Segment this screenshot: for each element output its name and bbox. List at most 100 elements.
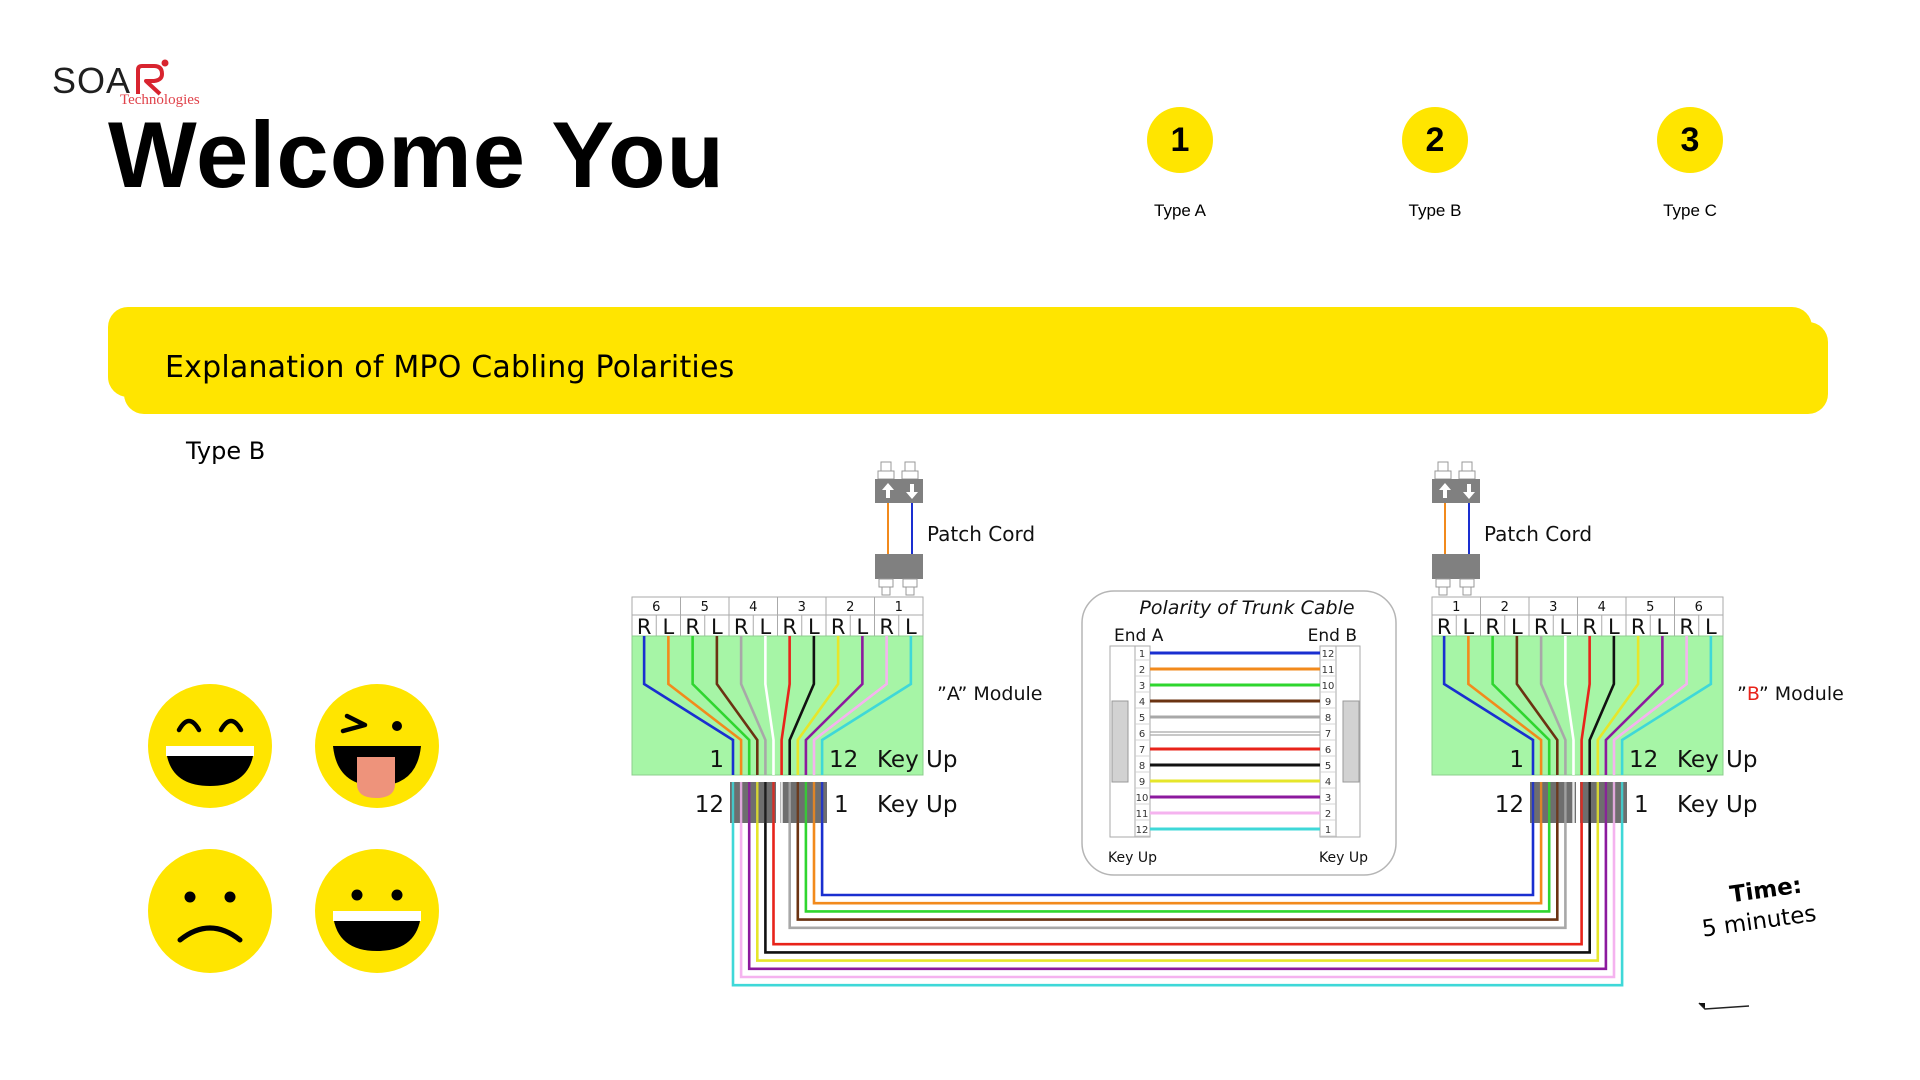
module-fiber-brown: [1515, 636, 1559, 775]
step-type-b[interactable]: 2 Type B: [1375, 107, 1495, 221]
module-fiber-gray: [739, 636, 767, 775]
module-fiber-blue: [1442, 636, 1535, 775]
patch-cord-label: Patch Cord: [927, 522, 1035, 546]
rl-label-r: R: [1534, 615, 1549, 639]
connector-position-1: 1: [834, 792, 849, 818]
plug-collar: [901, 470, 919, 480]
arrow-up-icon: [882, 483, 894, 498]
rl-label-l: L: [1560, 615, 1572, 639]
step-number-badge: 2: [1402, 107, 1468, 173]
trunk-cable: [731, 823, 1624, 987]
rl-label-r: R: [782, 615, 797, 639]
plug-tip: [1462, 586, 1472, 596]
end-b-position: 3: [1325, 793, 1331, 804]
logo-subtitle: Technologies: [120, 92, 200, 108]
rl-label-l: L: [1705, 615, 1717, 639]
grinning-squint-emoji-icon: [148, 684, 272, 808]
step-number-badge: 1: [1147, 107, 1213, 173]
end-b-position: 7: [1325, 729, 1331, 740]
step-label: Type B: [1408, 201, 1462, 220]
end-a-position: 2: [1139, 665, 1145, 676]
trunk-fiber-yellow: [756, 823, 1600, 962]
trunk-polarity-frame: [1081, 590, 1397, 876]
trunk-polarity-title: Polarity of Trunk Cable: [1139, 597, 1354, 619]
step-type-c[interactable]: 3 Type C: [1630, 107, 1750, 221]
trunk-fiber-blue: [820, 823, 1535, 897]
patch-cord-a: Patch Cord: [875, 461, 1035, 596]
end-a-position: 4: [1139, 697, 1145, 708]
rl-label-r: R: [1437, 615, 1452, 639]
end-b-position: 10: [1322, 681, 1335, 692]
module-fiber-yellow: [1596, 636, 1640, 775]
end-a-position: 10: [1136, 793, 1149, 804]
connector-position-1: 1: [1634, 792, 1649, 818]
module-fiber-green: [1491, 636, 1551, 775]
end-b-position: 5: [1325, 761, 1331, 772]
module-fiber-pink: [812, 636, 888, 775]
sad-emoji-icon: [148, 849, 272, 973]
duplex-connector-bottom: [875, 554, 923, 579]
module-fiber-brown: [715, 636, 759, 775]
module-letter: B: [1747, 683, 1759, 705]
trunk-fiber-green: [804, 823, 1551, 913]
rl-label-r: R: [879, 615, 894, 639]
pen-stroke-mark: [1698, 1002, 1750, 1010]
trunk-fiber-red: [772, 823, 1583, 946]
rl-label-l: L: [857, 615, 869, 639]
mpo-connector-right-half: [780, 782, 827, 823]
end-a-ferrule: [1134, 645, 1151, 838]
end-b-label: End B: [1308, 626, 1357, 646]
module-fiber-gray: [1539, 636, 1567, 775]
end-a-position: 7: [1139, 745, 1145, 756]
trunk-fiber-gray: [788, 823, 1567, 930]
fiber-position-1: 1: [709, 747, 724, 773]
end-a-position: 5: [1139, 713, 1145, 724]
patch-cord-label: Patch Cord: [1484, 522, 1592, 546]
plug-collar: [877, 470, 895, 480]
port-number: 2: [846, 600, 854, 615]
end-b-position: 2: [1325, 809, 1331, 820]
rl-label-r: R: [637, 615, 652, 639]
module-suffix: Module: [1769, 683, 1844, 705]
module-label: ”A” Module: [937, 683, 1042, 705]
mpo-connector-left-half: [730, 782, 776, 823]
arrow-down-icon: [1463, 484, 1475, 499]
rl-label-l: L: [1657, 615, 1669, 639]
rl-label-r: R: [1485, 615, 1500, 639]
port-number: 6: [1695, 600, 1703, 615]
trunk-fiber-pink: [739, 823, 1616, 979]
end-a-position: 6: [1139, 729, 1145, 740]
rl-label-l: L: [1511, 615, 1523, 639]
mpo-connector-right-half: [1580, 782, 1627, 823]
plug-collar: [1434, 470, 1452, 480]
module-fiber-yellow: [796, 636, 840, 775]
section-type-label: Type B: [186, 437, 266, 465]
rl-label-r: R: [734, 615, 749, 639]
connector-key-up-label: Key Up: [877, 792, 957, 818]
plug-tip: [881, 586, 891, 596]
rl-label-l: L: [1608, 615, 1620, 639]
page-title: Welcome You: [108, 102, 725, 207]
logo-brand-text: SOA: [52, 60, 132, 101]
trunk-fiber-aqua: [731, 823, 1624, 987]
arrow-up-icon: [1439, 483, 1451, 498]
plug-tip: [1438, 586, 1448, 596]
step-label: Type A: [1154, 201, 1206, 220]
rl-label-r: R: [1582, 615, 1597, 639]
end-a-position: 8: [1139, 761, 1145, 772]
duplex-connector-top: [1432, 479, 1480, 503]
step-type-a[interactable]: 1 Type A: [1120, 107, 1240, 221]
end-a-position: 1: [1139, 649, 1145, 660]
end-b-position: 12: [1322, 649, 1335, 660]
duplex-connector-bottom: [1432, 554, 1480, 579]
rl-label-l: L: [1463, 615, 1475, 639]
step-number-badge: 3: [1657, 107, 1723, 173]
plug-collar: [1459, 578, 1475, 588]
section-banner: [108, 307, 1812, 397]
rl-label-l: L: [808, 615, 820, 639]
trunk-fiber-violet: [747, 823, 1608, 971]
module-fiber-orange: [1467, 636, 1543, 775]
fiber-position-12: 12: [1629, 747, 1658, 773]
